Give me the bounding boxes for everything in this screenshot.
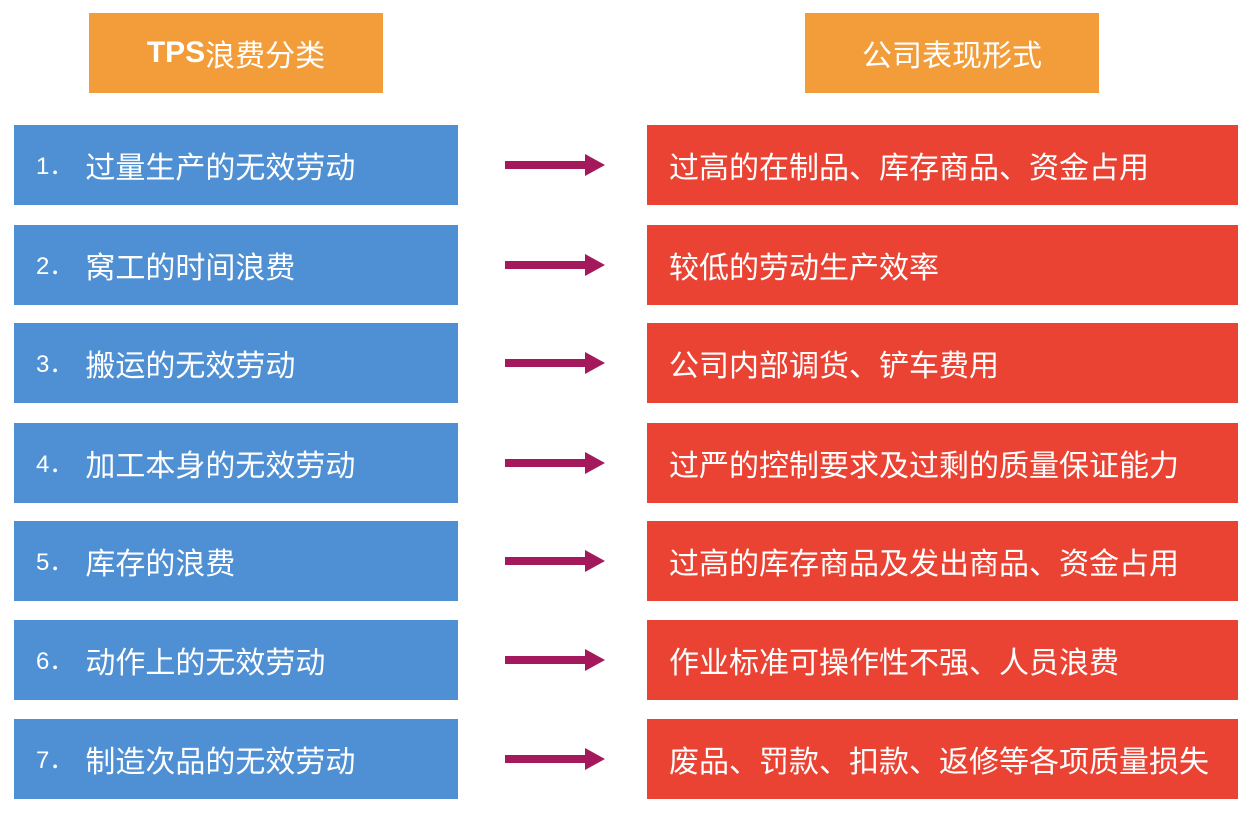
right-arrow-icon (505, 550, 605, 572)
waste-row: 2． 窝工的时间浪费 较低的劳动生产效率 (0, 225, 1250, 305)
waste-category-label: 窝工的时间浪费 (85, 251, 296, 286)
manifestation-label: 过高的在制品、库存商品、资金占用 (669, 151, 1149, 186)
right-arrow-icon (505, 154, 605, 176)
waste-category-box: 3． 搬运的无效劳动 (14, 323, 458, 403)
waste-row: 6． 动作上的无效劳动 作业标准可操作性不强、人员浪费 (0, 620, 1250, 700)
header-tps-prefix: TPS (146, 36, 206, 69)
waste-category-box: 4． 加工本身的无效劳动 (14, 423, 458, 503)
waste-category-label: 动作上的无效劳动 (85, 646, 326, 681)
waste-category-number: 7． (36, 746, 74, 774)
waste-row: 3． 搬运的无效劳动 公司内部调货、铲车费用 (0, 323, 1250, 403)
manifestation-box: 过高的库存商品及发出商品、资金占用 (647, 521, 1238, 601)
manifestation-label: 废品、罚款、扣款、返修等各项质量损失 (669, 745, 1209, 780)
manifestation-box: 废品、罚款、扣款、返修等各项质量损失 (647, 719, 1238, 799)
manifestation-label: 过严的控制要求及过剩的质量保证能力 (669, 449, 1179, 484)
waste-category-box: 6． 动作上的无效劳动 (14, 620, 458, 700)
waste-row: 5． 库存的浪费 过高的库存商品及发出商品、资金占用 (0, 521, 1250, 601)
waste-category-box: 1． 过量生产的无效劳动 (14, 125, 458, 205)
manifestation-box: 较低的劳动生产效率 (647, 225, 1238, 305)
waste-category-label: 制造次品的无效劳动 (85, 745, 356, 780)
waste-category-box: 2． 窝工的时间浪费 (14, 225, 458, 305)
waste-category-label: 搬运的无效劳动 (85, 349, 296, 384)
waste-category-number: 1． (36, 152, 74, 180)
waste-category-label: 过量生产的无效劳动 (85, 151, 356, 186)
right-arrow-icon (505, 748, 605, 770)
right-arrow-icon (505, 254, 605, 276)
manifestation-label: 较低的劳动生产效率 (669, 251, 939, 286)
right-arrow-icon (505, 352, 605, 374)
manifestation-label: 作业标准可操作性不强、人员浪费 (669, 646, 1119, 681)
waste-category-number: 6． (36, 647, 74, 675)
manifestation-label: 公司内部调货、铲车费用 (669, 349, 999, 384)
waste-row: 4． 加工本身的无效劳动 过严的控制要求及过剩的质量保证能力 (0, 423, 1250, 503)
waste-category-box: 7． 制造次品的无效劳动 (14, 719, 458, 799)
manifestation-box: 过严的控制要求及过剩的质量保证能力 (647, 423, 1238, 503)
right-arrow-icon (505, 649, 605, 671)
header-company-manifestations: 公司表现形式 (805, 13, 1099, 93)
manifestation-label: 过高的库存商品及发出商品、资金占用 (669, 547, 1179, 582)
manifestation-box: 过高的在制品、库存商品、资金占用 (647, 125, 1238, 205)
header-categories-text: 浪费分类 (205, 39, 326, 74)
waste-category-number: 5． (36, 548, 74, 576)
waste-row: 7． 制造次品的无效劳动 废品、罚款、扣款、返修等各项质量损失 (0, 719, 1250, 799)
waste-row: 1． 过量生产的无效劳动 过高的在制品、库存商品、资金占用 (0, 125, 1250, 205)
manifestation-box: 作业标准可操作性不强、人员浪费 (647, 620, 1238, 700)
waste-category-label: 库存的浪费 (85, 547, 236, 582)
waste-category-number: 3． (36, 350, 74, 378)
manifestation-box: 公司内部调货、铲车费用 (647, 323, 1238, 403)
waste-category-label: 加工本身的无效劳动 (85, 449, 356, 484)
waste-category-number: 4． (36, 450, 74, 478)
waste-category-number: 2． (36, 252, 74, 280)
waste-category-box: 5． 库存的浪费 (14, 521, 458, 601)
right-arrow-icon (505, 452, 605, 474)
